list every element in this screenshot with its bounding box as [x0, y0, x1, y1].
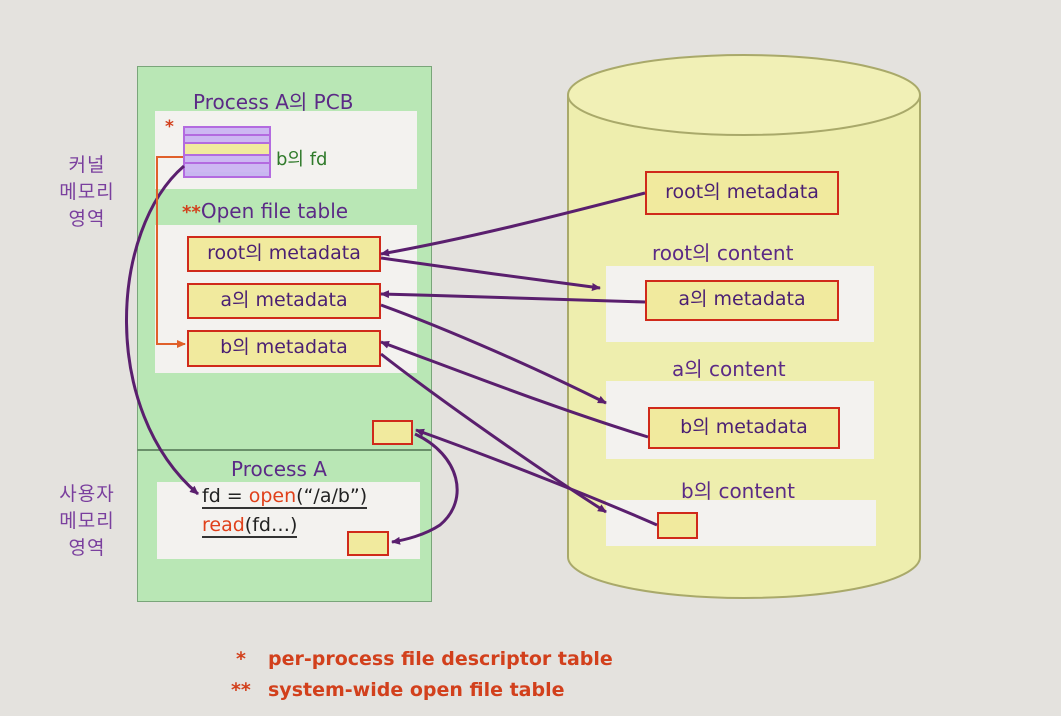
fd-row: [185, 136, 269, 144]
fd-row-selected: [185, 144, 269, 156]
oft-entry-b: b의 metadata: [187, 330, 381, 367]
oft-star: **: [182, 202, 201, 223]
code-line-open: fd = open(“/a/b”): [202, 485, 368, 509]
pcb-star: *: [165, 117, 174, 137]
legend-row-system-wide: ** system-wide open file table: [231, 679, 565, 701]
fd-row: [185, 128, 269, 136]
fd-row: [185, 156, 269, 164]
pcb-title: Process A의 PCB: [193, 90, 354, 114]
disk-b-data-block: [657, 512, 698, 539]
fd-to-oft-b-link: [156, 156, 186, 348]
fd-row: [185, 164, 269, 172]
kernel-user-divider: [137, 449, 431, 451]
legend-star-double: **: [231, 679, 251, 701]
user-memory-label: 사용자 메모리 영역: [52, 481, 122, 562]
fd-label: b의 fd: [276, 149, 328, 170]
oft-entry-a: a의 metadata: [187, 283, 381, 319]
code-equals: =: [220, 485, 249, 509]
disk-a-content-label: a의 content: [672, 357, 786, 381]
arrow-oft-a-to-a-content: [380, 303, 607, 405]
arrow-disk-b-to-oft-b: [380, 340, 649, 439]
user-process-title: Process A: [231, 457, 327, 481]
user-memory-text: 사용자 메모리 영역: [59, 483, 115, 559]
disk-b-metadata: b의 metadata: [648, 407, 840, 449]
disk-a-metadata: a의 metadata: [645, 280, 839, 321]
arrow-disk-a-to-oft-a: [380, 290, 646, 304]
code-read-args: (fd…): [244, 514, 298, 538]
oft-title: Open file table: [200, 199, 349, 223]
oft-entry-root: root의 metadata: [187, 236, 381, 272]
arrow-oft-root-to-root-content: [380, 256, 601, 291]
arrow-disk-root-to-oft-root: [380, 191, 646, 257]
legend-system-wide-text: system-wide open file table: [268, 679, 565, 701]
code-line-read: read(fd…): [202, 514, 298, 538]
arrow-oft-b-to-b-content: [380, 352, 607, 514]
kernel-memory-label: 커널 메모리 영역: [52, 152, 122, 233]
code-open-fn: open: [248, 485, 297, 509]
code-open-args: (“/a/b”): [296, 485, 368, 509]
cylinder-top: [567, 54, 921, 136]
arrow-disk-block-to-kernel-buffer: [415, 428, 658, 527]
kernel-memory-text: 커널 메모리 영역: [59, 154, 115, 230]
legend-per-process-text: per-process file descriptor table: [268, 648, 613, 670]
code-fd-var: fd: [202, 485, 221, 509]
arrow-fd-to-open-call: [125, 164, 199, 496]
disk-root-metadata: root의 metadata: [645, 171, 839, 215]
legend-star-single: *: [236, 648, 246, 670]
legend-row-per-process: * per-process file descriptor table: [236, 648, 613, 670]
cylinder-body: [567, 95, 921, 599]
fd-table: [183, 126, 271, 178]
kernel-buffer: [372, 420, 413, 445]
code-read-fn: read: [202, 514, 245, 538]
user-buffer: [347, 531, 389, 556]
disk-b-content-label: b의 content: [681, 479, 796, 503]
disk-root-content-label: root의 content: [652, 241, 794, 265]
oft-heading: **Open file table: [182, 199, 348, 223]
arrow-kernel-buffer-to-user-buffer: [391, 432, 459, 545]
